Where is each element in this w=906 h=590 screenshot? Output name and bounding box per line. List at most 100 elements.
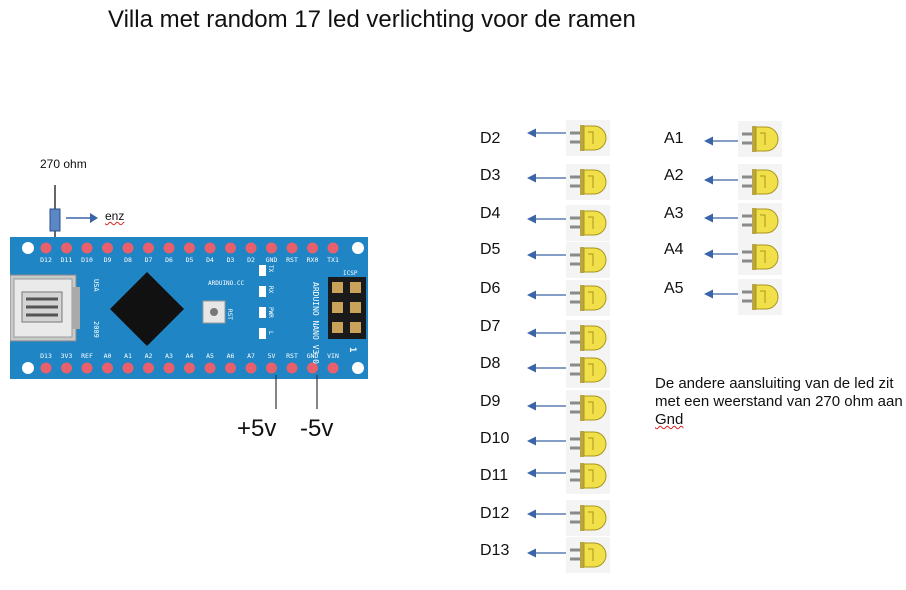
board-pin [307, 362, 318, 374]
board-pin-label: D9 [104, 256, 112, 264]
analog-label-a4: A4 [664, 241, 684, 258]
nano-mark: ARDUINO NANO V3.0 [311, 282, 320, 364]
board-pin [245, 242, 257, 254]
board-pin-label: D2 [247, 256, 255, 264]
usa-mark: USA [92, 279, 100, 292]
analog-label-a5: A5 [664, 280, 684, 297]
analog-label-a1: A1 [664, 130, 684, 147]
board-pin-label: RX0 [307, 256, 319, 264]
board-pin-label: D6 [165, 256, 173, 264]
arrow-left-icon [527, 467, 569, 479]
rx-mark: RX [267, 286, 274, 294]
board-pin [286, 362, 298, 374]
digital-label-d8: D8 [480, 355, 501, 372]
led-icon [566, 390, 610, 426]
led-icon [566, 500, 610, 536]
board-pin-label: GND [266, 256, 278, 264]
arrow-left-icon [527, 547, 569, 559]
board-pin [327, 362, 339, 374]
board-pin [81, 242, 93, 254]
board-pin-label: D11 [61, 256, 73, 264]
board-pin [102, 242, 113, 254]
digital-label-d7: D7 [480, 318, 501, 335]
led-icon [566, 205, 610, 241]
icsp-header [328, 277, 366, 339]
arrow-left-icon [527, 213, 569, 225]
l-mark: L [267, 331, 274, 335]
board-pin-label: A5 [206, 352, 214, 360]
icsp-mark: ICSP [343, 270, 358, 277]
led-icon [566, 426, 610, 462]
supply-leads [275, 375, 318, 409]
board-pin-label: REF [81, 352, 93, 360]
led-icon [566, 242, 610, 278]
digital-label-d3: D3 [480, 167, 501, 184]
board-led [259, 307, 266, 318]
led-icon [738, 279, 782, 315]
year-mark: 2009 [92, 321, 100, 338]
arrow-left-icon [527, 172, 569, 184]
digital-label-d2: D2 [480, 130, 501, 147]
digital-label-d10: D10 [480, 430, 510, 447]
mount-hole [22, 242, 34, 254]
led-icon [738, 239, 782, 275]
led-icon [566, 164, 610, 200]
digital-label-d11: D11 [480, 467, 509, 484]
pwr-mark: PWR [267, 307, 274, 318]
microcontroller-chip [110, 272, 184, 346]
board-pin-label: 3V3 [61, 352, 73, 360]
mount-hole [22, 362, 34, 374]
led-icon [738, 203, 782, 239]
board-pin-label: A6 [227, 352, 235, 360]
led-icon [566, 537, 610, 573]
rst-mark: RST [226, 309, 233, 320]
supply-minus-label: -5v [300, 415, 334, 442]
mount-hole [352, 242, 364, 254]
board-pin [40, 242, 52, 254]
board-led [259, 265, 266, 276]
board-pin [163, 242, 175, 254]
tx-mark: TX [267, 265, 274, 273]
board-pin-label: TX1 [327, 256, 339, 264]
board-pin [184, 362, 195, 374]
board-pin [327, 242, 339, 254]
mount-hole [352, 362, 364, 374]
board-pin [307, 242, 318, 254]
arrow-left-icon [527, 289, 569, 301]
board-pin-label: GND [307, 352, 319, 360]
board-pin [122, 362, 134, 374]
board-led [259, 286, 266, 297]
resistor-symbol [49, 185, 98, 240]
board-pin-label: D4 [206, 256, 214, 264]
digital-label-d12: D12 [480, 505, 510, 522]
analog-label-a2: A2 [664, 167, 684, 184]
board-pin [204, 362, 216, 374]
board-pin-label: A3 [165, 352, 173, 360]
board-pin [204, 242, 216, 254]
board-pin [81, 362, 93, 374]
board-pin-label: A0 [104, 352, 112, 360]
led-icon [566, 120, 610, 156]
analog-label-a3: A3 [664, 205, 684, 222]
board-pin-label: D5 [186, 256, 194, 264]
board-pin [40, 362, 52, 374]
arrow-left-icon [527, 249, 569, 261]
led-icon [566, 458, 610, 494]
board-pin [163, 362, 175, 374]
board-pin-label: D12 [40, 256, 52, 264]
led-icon [738, 121, 782, 157]
arduino-cc-mark: ARDUINO.CC [208, 280, 245, 287]
led-icon [738, 164, 782, 200]
led-icon [566, 320, 610, 356]
digital-label-d13: D13 [480, 542, 510, 559]
board-pin [266, 242, 277, 254]
digital-label-d4: D4 [480, 205, 501, 222]
board-led [259, 328, 266, 339]
pin1-mark: 1 [347, 347, 357, 352]
board-pin-label: RST [286, 256, 298, 264]
board-pin [266, 362, 277, 374]
board-pin-label: A1 [124, 352, 132, 360]
board-pin [225, 362, 236, 374]
